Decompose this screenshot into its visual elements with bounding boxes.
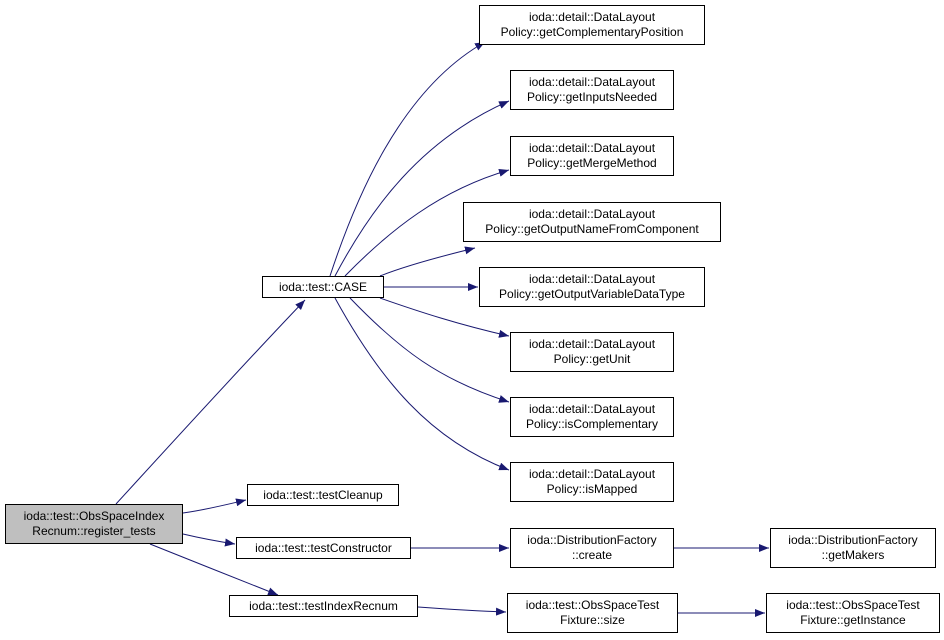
node-test-index-recnum[interactable]: ioda::test::testIndexRecnum xyxy=(229,595,418,617)
node-fixture-get-instance[interactable]: ioda::test::ObsSpaceTest Fixture::getIns… xyxy=(766,593,940,633)
node-get-complementary-position[interactable]: ioda::detail::DataLayout Policy::getComp… xyxy=(479,5,705,45)
node-test-case[interactable]: ioda::test::CASE xyxy=(262,276,384,298)
node-label-line-1: ioda::DistributionFactory xyxy=(788,533,918,547)
edge-test-index-recnum-to-size xyxy=(417,606,507,616)
edge-root-to-test-index-recnum xyxy=(149,543,279,596)
node-get-unit[interactable]: ioda::detail::DataLayout Policy::getUnit xyxy=(510,332,674,372)
node-label-line-1: ioda::detail::DataLayout xyxy=(528,10,656,24)
node-label-line-1: ioda::test::ObsSpaceIndex xyxy=(23,509,165,523)
node-label-line-1: ioda::detail::DataLayout xyxy=(528,75,656,89)
node-label-line-1: ioda::test::ObsSpaceTest xyxy=(786,598,920,612)
edge-root-to-case xyxy=(115,299,306,505)
node-label-line-2: Policy::getInputsNeeded xyxy=(526,90,658,104)
edge-case-to-get-output-name xyxy=(379,246,476,277)
node-is-mapped[interactable]: ioda::detail::DataLayout Policy::isMappe… xyxy=(510,462,674,502)
node-label-line-1: ioda::detail::DataLayout xyxy=(528,141,656,155)
node-test-cleanup[interactable]: ioda::test::testCleanup xyxy=(247,484,399,506)
edge-root-to-test-cleanup xyxy=(182,498,247,514)
edge-case-to-get-merge-method xyxy=(344,168,510,277)
node-label-line-2: Policy::getUnit xyxy=(553,352,631,366)
node-label-line-2: ::getMakers xyxy=(821,548,885,562)
node-label-line-2: Policy::getOutputVariableDataType xyxy=(499,287,685,301)
edge-root-to-test-constructor xyxy=(182,533,236,547)
node-label-line-2: Fixture::getInstance xyxy=(800,613,906,627)
node-label-line-2: Policy::isMapped xyxy=(546,482,638,496)
edge-case-to-is-mapped xyxy=(334,297,510,471)
node-distribution-factory-get-makers[interactable]: ioda::DistributionFactory ::getMakers xyxy=(770,528,936,568)
node-label: ioda::test::testConstructor xyxy=(255,540,392,555)
node-label-line-1: ioda::test::ObsSpaceTest xyxy=(525,598,660,612)
edge-case-to-get-unit xyxy=(379,297,510,338)
node-label-line-1: ioda::detail::DataLayout xyxy=(528,467,656,481)
node-label-line-2: Fixture::size xyxy=(560,613,625,627)
node-label-line-1: ioda::detail::DataLayout xyxy=(528,402,656,416)
node-register-tests[interactable]: ioda::test::ObsSpaceIndex Recnum::regist… xyxy=(5,504,183,544)
node-get-inputs-needed[interactable]: ioda::detail::DataLayout Policy::getInpu… xyxy=(510,70,674,110)
node-label: ioda::test::testIndexRecnum xyxy=(249,598,398,613)
node-label-line-1: ioda::detail::DataLayout xyxy=(528,207,656,221)
node-label-line-2: Recnum::register_tests xyxy=(32,524,156,538)
node-label: ioda::test::CASE xyxy=(278,279,368,294)
node-label-line-2: Policy::isComplementary xyxy=(525,417,659,431)
node-label: ioda::test::testCleanup xyxy=(263,487,383,502)
node-label-line-2: Policy::getComplementaryPosition xyxy=(500,25,684,39)
node-label-line-2: ::create xyxy=(571,548,613,562)
node-get-merge-method[interactable]: ioda::detail::DataLayout Policy::getMerg… xyxy=(510,136,674,176)
edge-case-to-get-complementary-position xyxy=(329,41,486,277)
node-label-line-2: Policy::getOutputNameFromComponent xyxy=(485,222,699,236)
node-label-line-1: ioda::detail::DataLayout xyxy=(528,272,656,286)
node-label-line-1: ioda::detail::DataLayout xyxy=(528,337,656,351)
node-label-line-2: Policy::getMergeMethod xyxy=(527,156,657,170)
node-label-line-1: ioda::DistributionFactory xyxy=(527,533,657,547)
node-test-constructor[interactable]: ioda::test::testConstructor xyxy=(236,537,411,559)
node-is-complementary[interactable]: ioda::detail::DataLayout Policy::isCompl… xyxy=(510,397,674,437)
node-distribution-factory-create[interactable]: ioda::DistributionFactory ::create xyxy=(510,528,674,568)
node-get-output-name-from-component[interactable]: ioda::detail::DataLayout Policy::getOutp… xyxy=(463,202,721,242)
node-fixture-size[interactable]: ioda::test::ObsSpaceTest Fixture::size xyxy=(507,593,678,633)
edge-case-to-get-inputs-needed xyxy=(334,100,510,277)
edge-case-to-is-complementary xyxy=(349,297,510,403)
node-get-output-variable-data-type[interactable]: ioda::detail::DataLayout Policy::getOutp… xyxy=(479,267,705,307)
